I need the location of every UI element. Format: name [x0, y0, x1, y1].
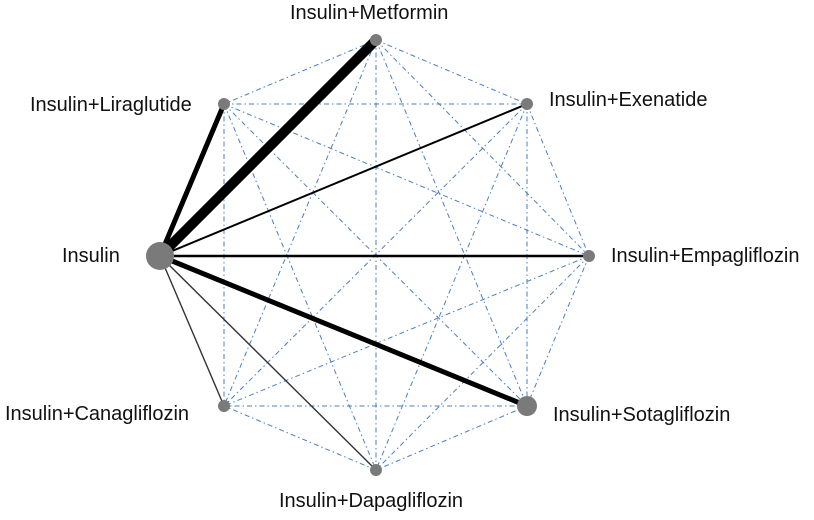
indirect-edge-exenatide-dapagliflozin [375, 103, 528, 471]
direct-edge-insulin-dapagliflozin [159, 255, 377, 471]
node-sotagliflozin [517, 396, 537, 416]
label-insulin: Insulin [62, 245, 120, 267]
treatment-nodes [146, 34, 595, 476]
indirect-edge-empagliflozin-sotagliflozin [526, 255, 590, 407]
node-exenatide [521, 98, 533, 110]
label-liraglutide: Insulin+Liraglutide [30, 94, 192, 116]
indirect-edge-dapagliflozin-canagliflozin [223, 405, 377, 471]
direct-comparisons [155, 35, 591, 471]
direct-edge-insulin-liraglutide [157, 101, 227, 259]
node-labels: Insulin Insulin+Metformin Insulin+Liragl… [5, 2, 799, 512]
indirect-edge-empagliflozin-canagliflozin [223, 255, 590, 407]
indirect-edge-liraglutide-empagliflozin [223, 103, 590, 257]
direct-edge-insulin-exenatide [159, 103, 528, 257]
direct-edge-insulin-canagliflozin [159, 255, 225, 407]
label-canagliflozin: Insulin+Canagliflozin [5, 403, 189, 425]
node-dapagliflozin [370, 464, 382, 476]
label-empagliflozin: Insulin+Empagliflozin [611, 245, 799, 267]
indirect-edge-metformin-sotagliflozin [375, 39, 528, 407]
indirect-edge-metformin-liraglutide [223, 39, 377, 105]
indirect-edge-metformin-exenatide [375, 39, 528, 105]
label-metformin: Insulin+Metformin [290, 2, 448, 24]
node-empagliflozin [583, 250, 595, 262]
indirect-edge-sotagliflozin-dapagliflozin [375, 405, 528, 471]
label-dapagliflozin: Insulin+Dapagliflozin [279, 490, 463, 512]
node-liraglutide [218, 98, 230, 110]
indirect-edge-empagliflozin-dapagliflozin [375, 255, 590, 471]
node-canagliflozin [218, 400, 230, 412]
direct-edge-insulin-sotagliflozin [157, 253, 530, 409]
direct-edge-insulin-metformin [155, 35, 381, 261]
indirect-edge-metformin-canagliflozin [223, 39, 377, 407]
indirect-edge-exenatide-empagliflozin [526, 103, 590, 257]
label-exenatide: Insulin+Exenatide [549, 89, 707, 111]
node-metformin [370, 34, 382, 46]
node-insulin [146, 242, 174, 270]
label-sotagliflozin: Insulin+Sotagliflozin [553, 404, 730, 426]
